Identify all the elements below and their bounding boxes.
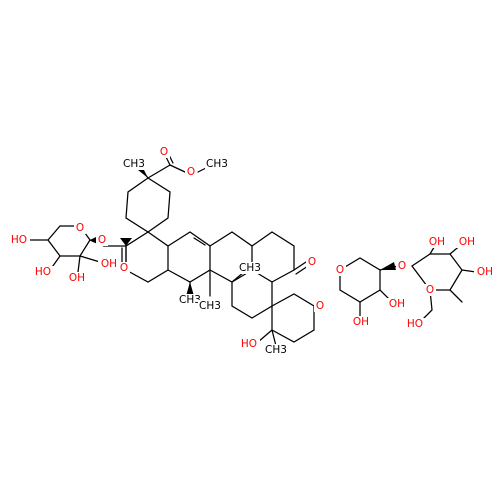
svg-text:O: O [336,264,344,276]
svg-text:OH: OH [69,272,85,284]
ring-b [209,231,253,283]
label-ara-oh3: OH [386,298,408,310]
svg-text:O: O [316,300,324,312]
label-ara-ring-o: O [334,264,346,276]
label-ara-link-o: O [396,260,408,272]
glc2-oh-bonds [419,243,477,323]
wedge-ara [380,262,396,270]
label-methyl-c4: CH3 [264,344,288,356]
label-glc1-link-o: O [96,234,108,246]
c12-c13-double [193,237,206,246]
svg-text:OH: OH [389,298,405,310]
svg-text:CH3: CH3 [123,158,145,170]
svg-text:O: O [187,166,195,178]
svg-text:CH3: CH3 [179,294,201,306]
svg-text:HO: HO [11,234,27,246]
svg-text:OH: OH [429,236,445,248]
label-c4-ch2oh: HO [238,338,260,350]
label-glc2-oh4: OH [474,266,496,278]
label-methyl-top: CH3 [122,158,146,170]
svg-text:O: O [98,234,106,246]
label-glc1-oh3: OH [66,272,88,284]
c28-carbonyl-double [121,245,127,263]
svg-text:HO: HO [241,338,257,350]
svg-text:CH3: CH3 [206,158,228,170]
label-glc2-oh2: OH [426,236,448,248]
label-ester-methyl-o: O [185,166,197,178]
svg-text:HO: HO [407,318,423,330]
svg-text:OH: OH [101,258,117,270]
label-methyl-c8: CH3 [178,294,202,306]
svg-text:CH3: CH3 [265,344,287,356]
ring-a-left [231,269,273,319]
label-ester-carbonyl-o: O [158,146,170,158]
ring-c [167,231,211,283]
label-glc2-oh3: OH [456,236,478,248]
label-glc1-ring-o: O [74,222,86,234]
label-methyl-c14: CH3 [198,300,222,312]
wedge-c8 [186,282,194,296]
label-ester-ch3: CH3 [205,158,229,170]
label-glc2-ch2oh: HO [404,318,426,330]
label-c28-carbonyl-o: O [118,262,130,274]
label-methyl-c10: CH3 [238,262,262,274]
svg-text:OH: OH [459,236,475,248]
ring-ketone [251,231,295,283]
svg-text:HO: HO [35,266,51,278]
c4-ch2oh-bond [257,329,273,343]
label-ketone-o: O [306,256,318,268]
label-glc1-ch2oh: HO [8,234,30,246]
label-glc1-oh2: OH [98,258,120,270]
label-ara-oh2: OH [350,316,372,328]
label-glc2-ring-o: O [424,284,436,296]
label-c3-link-o: O [314,300,326,312]
c4-methyl-bond [271,329,277,347]
ester-o-bond [169,164,186,173]
svg-text:O: O [76,222,84,234]
atom-labels: O O CH3 CH3 O O O HO [8,146,496,356]
wedge-c17 [120,238,132,246]
svg-text:O: O [308,256,316,268]
svg-text:O: O [426,284,434,296]
label-glc1-oh4: HO [32,266,54,278]
svg-text:O: O [120,262,128,274]
svg-text:OH: OH [353,316,369,328]
svg-text:O: O [160,146,168,158]
svg-text:O: O [398,260,406,272]
c20-ester-bond [147,164,171,179]
svg-text:CH3: CH3 [239,262,261,274]
svg-text:CH3: CH3 [199,300,221,312]
svg-text:OH: OH [477,266,493,278]
